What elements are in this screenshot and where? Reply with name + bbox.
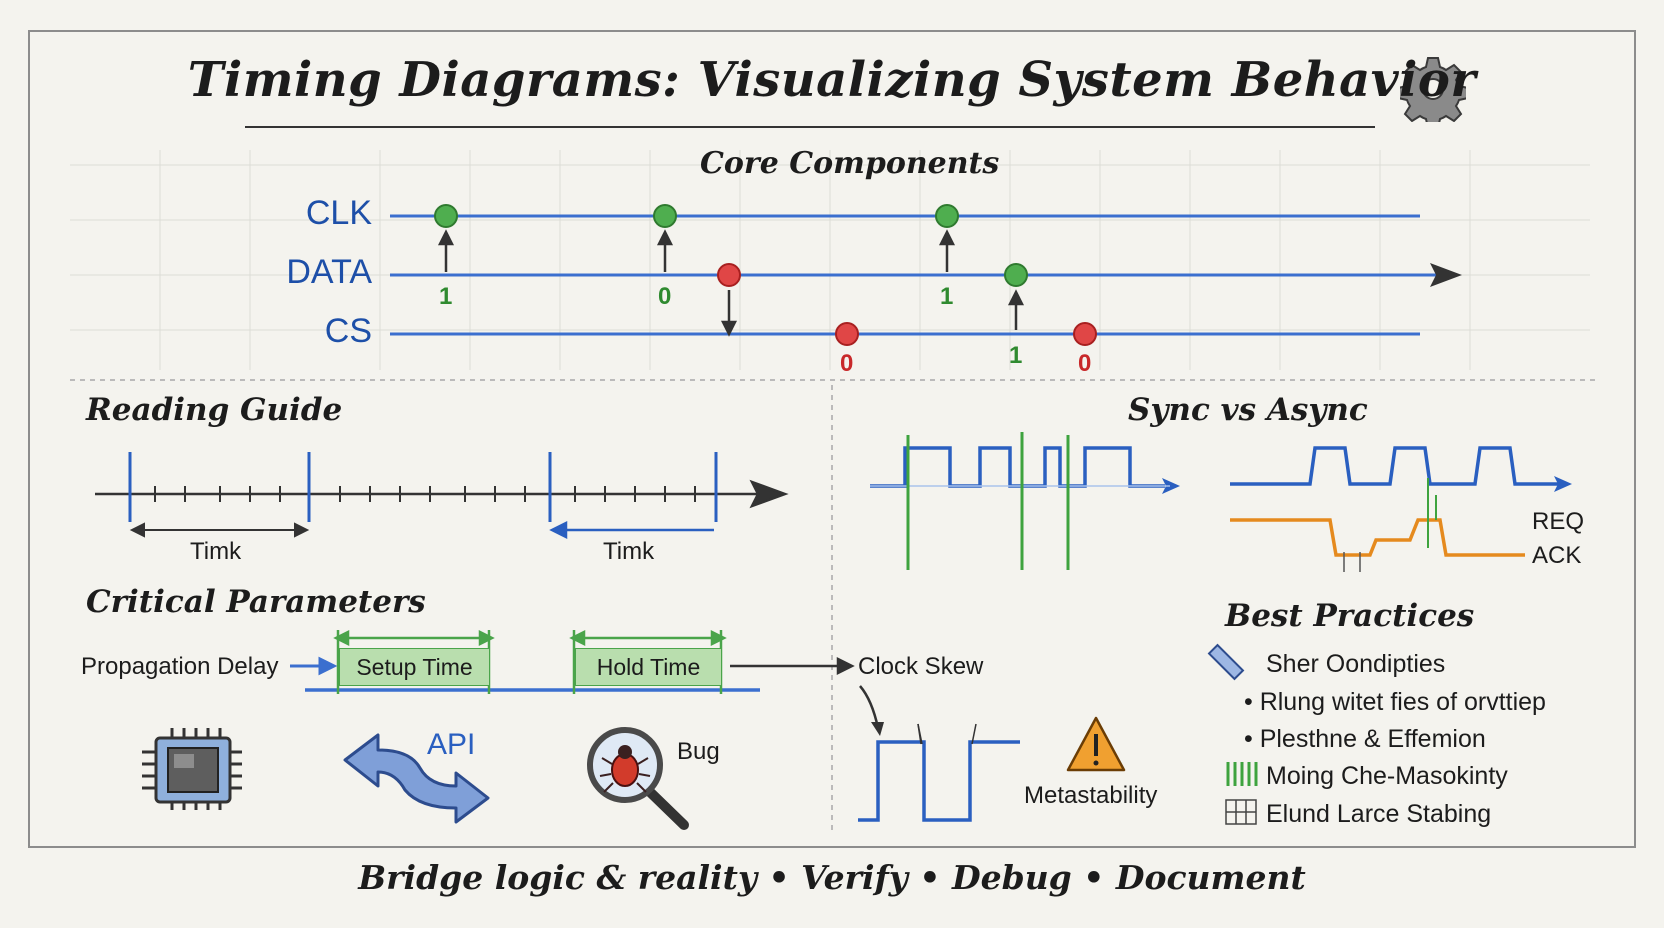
ack-label: ACK (1532, 542, 1582, 569)
bug-label: Bug (677, 738, 720, 765)
title-underline (245, 126, 1375, 128)
best-practices-heading: Best Practices (1225, 598, 1475, 634)
reading-label-1: Timk (190, 538, 242, 565)
signal-label-clk: CLK (305, 194, 372, 232)
reading-timeline (95, 479, 789, 509)
signal-label-cs: CS (324, 312, 372, 350)
reading-guide-heading: Reading Guide (86, 392, 343, 428)
api-label: API (427, 728, 476, 761)
gear-icon (1400, 57, 1466, 122)
grid-icon (1225, 799, 1257, 825)
ack-waveform (1230, 518, 1525, 557)
req-label: REQ (1532, 508, 1585, 535)
clk-dot (653, 204, 677, 228)
reading-label-2: Timk (603, 538, 655, 565)
clk-dot (434, 204, 458, 228)
metastability-label: Metastability (1024, 782, 1158, 809)
clk-value-1: 1 (439, 283, 453, 310)
warning-icon (1066, 716, 1126, 772)
page-title: Timing Diagrams: Visualizing System Beha… (187, 52, 1477, 108)
best-practice-item: Elund Larce Stabing (1266, 800, 1492, 828)
sync-clock-spikes (906, 432, 1070, 570)
ruler-icon (1207, 643, 1245, 681)
sync-async-heading: Sync vs Async (1128, 392, 1368, 428)
best-practice-item: Moing Che-Masokinty (1266, 762, 1508, 790)
sync-waveform (870, 446, 1165, 488)
clk-arrows (437, 229, 1025, 337)
footer-tagline: Bridge logic & reality • Verify • Debug … (358, 858, 1306, 897)
data-value-1: 1 (1009, 342, 1023, 369)
cs-dot (835, 322, 859, 346)
hold-time-box: Hold Time (575, 648, 722, 686)
clk-value-2: 0 (658, 283, 672, 310)
core-components-heading: Core Components (700, 146, 1000, 181)
cs-value-2: 0 (1078, 350, 1092, 377)
clk-dot (935, 204, 959, 228)
prop-arrow (290, 656, 338, 676)
param-brackets (333, 629, 727, 694)
clock-skew-label: Clock Skew (858, 653, 984, 680)
data-dot (717, 263, 741, 287)
reading-spans (129, 522, 310, 538)
api-arrows-icon (343, 733, 490, 824)
stripes-icon (1226, 762, 1258, 786)
reading-span-2 (549, 520, 714, 540)
best-practice-item: Sher Oondipties (1266, 650, 1446, 678)
skew-arrow (730, 656, 855, 676)
async-spikes (1427, 478, 1437, 548)
best-practice-item: • Plesthne & Effemion (1244, 725, 1486, 753)
data-dot (1004, 263, 1028, 287)
cs-value-1: 0 (840, 350, 854, 377)
chip-icon (142, 728, 242, 810)
sync-arrowhead (1162, 478, 1180, 494)
setup-time-box: Setup Time (339, 648, 490, 686)
reading-markers (128, 452, 718, 522)
data-arrowhead (1430, 263, 1462, 287)
diagram-frame (28, 30, 1636, 848)
signal-label-data: DATA (286, 253, 372, 291)
cs-dot (1073, 322, 1097, 346)
best-practice-item: • Rlung witet fies of orvttiep (1244, 688, 1546, 716)
clk-value-3: 1 (940, 283, 954, 310)
req-arrowhead (1554, 476, 1572, 492)
propagation-delay-label: Propagation Delay (81, 653, 279, 680)
metastability-waveform (858, 740, 1020, 822)
bug-magnifier-icon (587, 727, 689, 830)
signal-dots (434, 204, 1097, 346)
critical-parameters-heading: Critical Parameters (86, 584, 426, 620)
req-waveform (1230, 446, 1560, 486)
